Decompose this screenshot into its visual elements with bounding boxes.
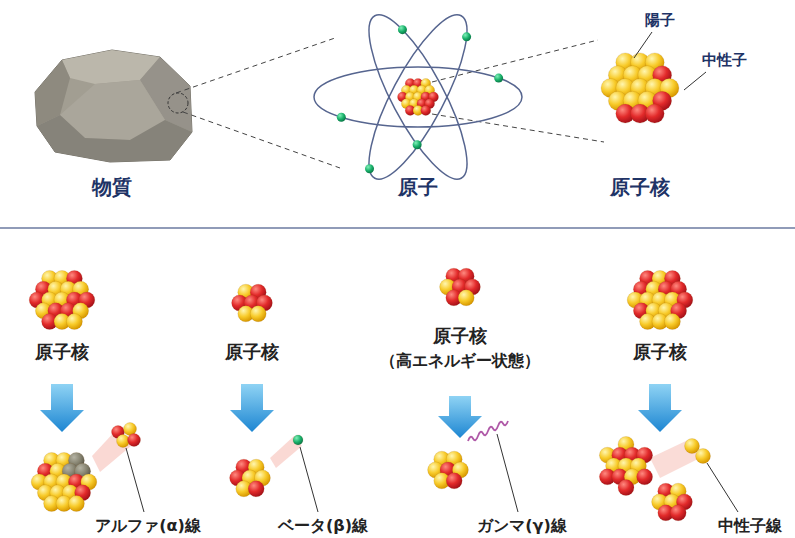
flow-arrow	[40, 384, 84, 432]
nucleon	[421, 105, 431, 115]
radiation-node: 中性子線	[592, 432, 790, 536]
part-label: 中性子	[702, 51, 747, 69]
neutron	[685, 439, 711, 464]
atom-nucleus	[398, 79, 439, 116]
electrons	[337, 25, 503, 173]
radiation-node: アルファ(α)線	[20, 432, 212, 536]
nucleus	[29, 270, 95, 329]
nucleon	[248, 481, 264, 497]
rock	[35, 50, 192, 162]
zoom-circle	[168, 93, 188, 113]
nucleus	[31, 452, 97, 511]
nucleus	[599, 436, 652, 495]
node-caption: （高エネルギー状態）	[380, 351, 540, 370]
node-caption: 原子核	[35, 341, 89, 363]
emission-cone	[92, 428, 131, 472]
nucleus	[440, 268, 481, 306]
nucleon	[645, 104, 664, 123]
nucleon	[66, 314, 82, 330]
radiation-label: 中性子線	[718, 516, 782, 535]
orbit	[314, 67, 522, 127]
zoom-line	[183, 112, 340, 168]
nucleus-closeup	[601, 53, 679, 123]
nucleon	[618, 480, 634, 496]
leader-line	[497, 434, 518, 512]
radiation-label: ベータ(β)線	[278, 516, 368, 535]
electron	[494, 74, 503, 83]
leader-line	[634, 32, 652, 58]
radiation-label: ガンマ(γ)線	[477, 516, 567, 535]
beta-electron	[293, 435, 303, 445]
leader-line	[684, 72, 706, 90]
node-caption: 原子核	[633, 341, 687, 363]
radiation-node: ベータ(β)線	[218, 432, 382, 536]
nucleon	[637, 469, 653, 485]
zoom-line	[432, 114, 604, 142]
particle	[293, 435, 303, 445]
electron	[413, 140, 422, 149]
nucleus	[601, 53, 679, 123]
nucleon	[458, 290, 474, 306]
electron	[337, 113, 346, 122]
flow-arrow	[438, 396, 482, 438]
nucleon	[250, 306, 266, 322]
part-label: 陽子	[645, 11, 675, 29]
divider	[0, 227, 795, 229]
rock-body	[35, 50, 192, 162]
leader-line	[707, 463, 738, 512]
flow-arrow	[638, 384, 682, 432]
nucleus-node: 原子核 （高エネルギー状態）	[376, 258, 544, 396]
nucleon	[664, 314, 680, 330]
particle	[696, 449, 711, 464]
emission-cone	[270, 436, 302, 468]
leader-line	[300, 447, 318, 512]
nucleus	[428, 451, 469, 489]
particle	[128, 434, 141, 447]
caption: 原子	[398, 175, 438, 199]
caption: 原子核	[610, 175, 670, 199]
node-caption: 原子核	[225, 341, 279, 363]
radiation-node: ガンマ(γ)線	[410, 438, 582, 536]
leader-line	[126, 448, 144, 512]
flow-arrow	[230, 384, 274, 432]
nuclei	[29, 268, 710, 521]
radiation-label: アルファ(α)線	[95, 516, 201, 535]
orbit	[352, 4, 484, 191]
nucleus	[398, 79, 439, 116]
orbit	[352, 4, 484, 191]
rock-facet	[37, 115, 192, 162]
nucleus-node: 原子核	[600, 258, 720, 384]
nucleus-node: 原子核	[2, 258, 122, 384]
nucleon	[446, 473, 462, 489]
nucleon	[670, 505, 686, 521]
electron	[398, 25, 407, 34]
electron	[365, 164, 374, 173]
nucleus	[232, 284, 273, 322]
electron	[462, 32, 471, 41]
nucleon	[68, 496, 84, 512]
nucleus	[627, 270, 693, 329]
zoom-line	[176, 38, 335, 93]
nucleus-node: 原子核	[192, 274, 312, 384]
atom-orbits	[314, 4, 522, 191]
alpha-particle	[112, 423, 141, 448]
node-caption: 原子核	[433, 325, 487, 347]
nucleus	[230, 459, 271, 497]
nucleus	[652, 483, 693, 521]
caption: 物質	[92, 175, 132, 199]
